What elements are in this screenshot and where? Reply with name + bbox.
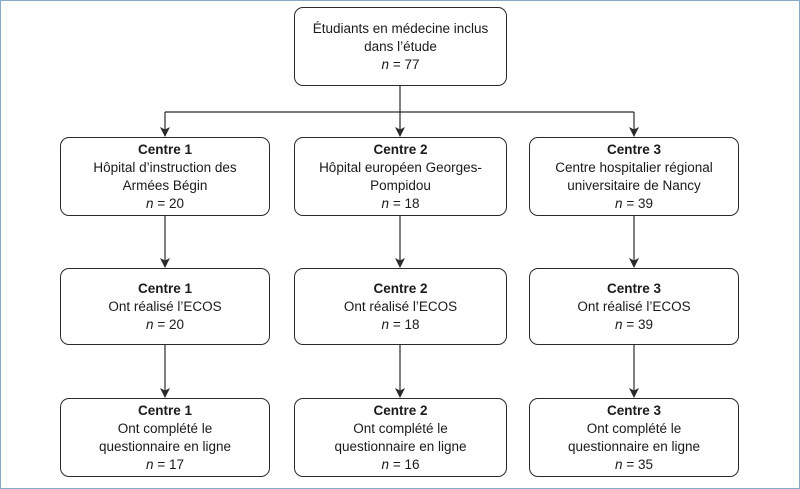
box-text-line: Hôpital européen Georges-	[319, 159, 482, 175]
box-row2-centre2: Centre 2 Ont réalisé l’ECOS n = 18	[294, 268, 507, 345]
n-value: = 39	[626, 316, 653, 332]
box-count: n = 18	[382, 316, 420, 334]
n-value: = 77	[392, 56, 420, 72]
box-title: Centre 2	[373, 141, 428, 157]
box-text-line: universitaire de Nancy	[567, 177, 701, 193]
box-text-line: Armées Bégin	[122, 177, 208, 193]
box-title: Centre 2	[373, 402, 428, 418]
box-text-line: Hôpital d’instruction des	[93, 159, 237, 175]
box-text-line: Ont réalisé l’ECOS	[108, 298, 222, 314]
box-count: n = 39	[615, 316, 653, 334]
box-title: Centre 1	[137, 141, 193, 157]
n-label: n	[615, 456, 623, 472]
n-value: = 20	[157, 195, 184, 211]
box-title: Centre 3	[606, 141, 662, 157]
n-label: n	[615, 316, 623, 332]
box-count: n = 35	[615, 456, 653, 474]
box-count: n = 77	[382, 56, 420, 74]
n-label: n	[615, 195, 623, 211]
box-row2-centre3: Centre 3 Ont réalisé l’ECOS n = 39	[529, 268, 739, 345]
box-text-line: Ont réalisé l’ECOS	[577, 298, 691, 314]
box-text-line: questionnaire en ligne	[98, 438, 232, 454]
n-label: n	[381, 456, 390, 472]
box-text-line: Pompidou	[370, 177, 431, 193]
box-row2-centre1: Centre 1 Ont réalisé l’ECOS n = 20	[60, 268, 270, 345]
n-value: = 16	[392, 456, 420, 472]
box-count: n = 17	[146, 456, 184, 474]
box-row1-centre1: Centre 1 Hôpital d’instruction des Armée…	[60, 137, 270, 216]
box-text-line: Ont complété le	[353, 420, 448, 436]
box-title: Centre 1	[137, 280, 193, 296]
n-value: = 20	[157, 316, 184, 332]
n-label: n	[381, 316, 390, 332]
box-title: Centre 3	[606, 280, 662, 296]
box-text-line: Ont complété le	[586, 420, 682, 436]
box-text-line: questionnaire en ligne	[567, 438, 701, 454]
box-count: n = 18	[382, 195, 420, 213]
n-value: = 18	[392, 195, 420, 211]
n-value: = 35	[626, 456, 653, 472]
n-value: = 17	[157, 456, 184, 472]
box-row1-centre3: Centre 3 Centre hospitalier régional uni…	[529, 137, 739, 216]
box-text-line: Ont réalisé l’ECOS	[343, 298, 458, 314]
box-text-line: Ont complété le	[117, 420, 213, 436]
box-text-line: Centre hospitalier régional	[555, 159, 713, 175]
box-title: Centre 3	[606, 402, 662, 418]
box-included-students: Étudiants en médecine inclus dans l’étud…	[294, 7, 507, 86]
n-label: n	[146, 316, 154, 332]
box-row3-centre1: Centre 1 Ont complété le questionnaire e…	[60, 398, 270, 477]
box-count: n = 20	[146, 316, 184, 334]
n-value: = 18	[392, 316, 420, 332]
box-row3-centre3: Centre 3 Ont complété le questionnaire e…	[529, 398, 739, 477]
n-label: n	[381, 195, 390, 211]
box-text-line: Étudiants en médecine inclus	[312, 20, 489, 36]
box-title: Centre 1	[137, 402, 193, 418]
box-text-line: dans l’étude	[364, 38, 437, 54]
n-label: n	[146, 456, 154, 472]
box-count: n = 39	[615, 195, 653, 213]
box-text-line: questionnaire en ligne	[334, 438, 467, 454]
box-title: Centre 2	[373, 280, 428, 296]
box-row1-centre2: Centre 2 Hôpital européen Georges- Pompi…	[294, 137, 507, 216]
n-label: n	[146, 195, 154, 211]
n-value: = 39	[626, 195, 653, 211]
box-count: n = 16	[382, 456, 420, 474]
box-count: n = 20	[146, 195, 184, 213]
box-row3-centre2: Centre 2 Ont complété le questionnaire e…	[294, 398, 507, 477]
n-label: n	[381, 56, 390, 72]
